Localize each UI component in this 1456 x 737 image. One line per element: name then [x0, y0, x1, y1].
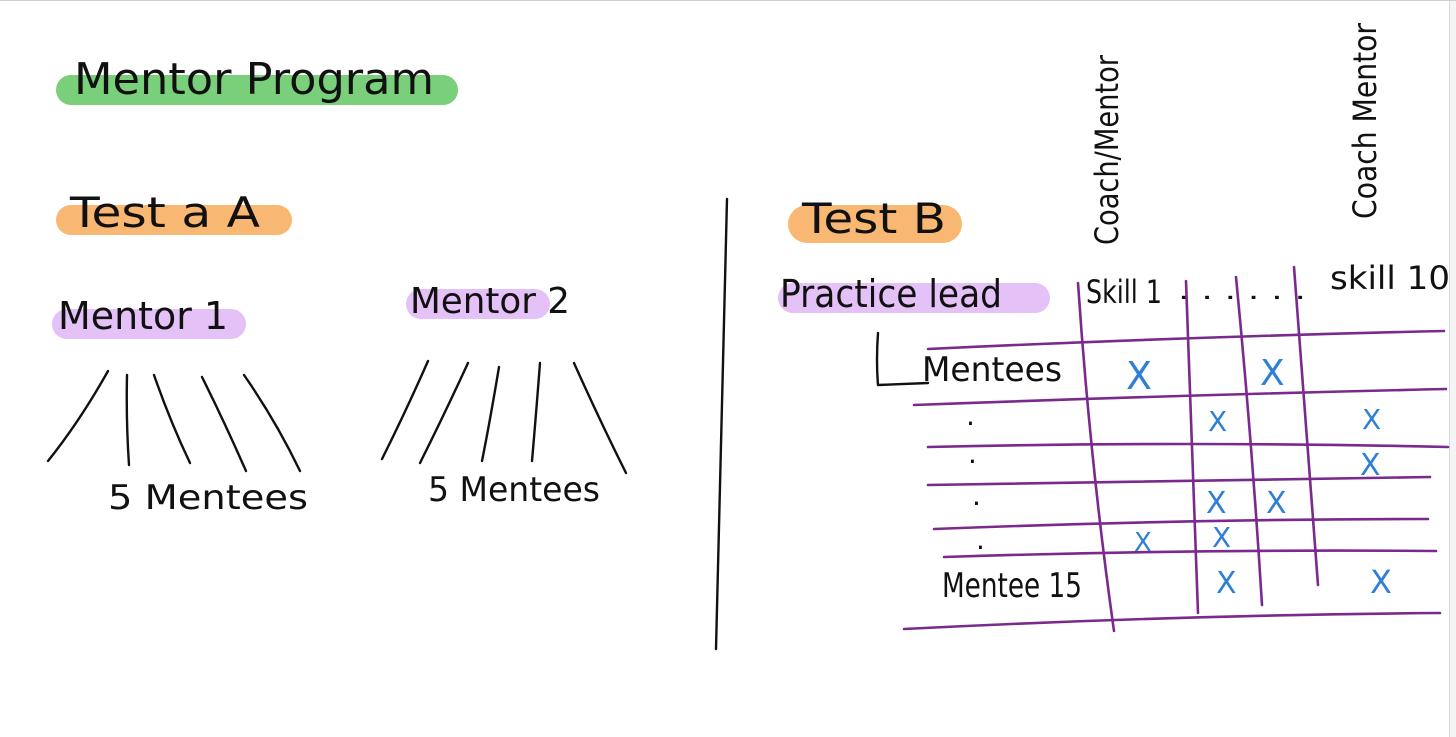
title-highlight: [56, 75, 458, 105]
row-dot: .: [976, 523, 985, 556]
mentor-1-label: Mentor 1: [58, 294, 228, 338]
grid-line: [942, 549, 1438, 559]
mentee-line: [242, 373, 302, 473]
grid-line: [1234, 275, 1264, 607]
grid-line: [1076, 281, 1116, 633]
skill-mark: X: [1362, 403, 1381, 436]
mentor-1-highlight: [52, 309, 246, 339]
mentee-line: [380, 359, 430, 461]
mentee-line: [530, 361, 542, 463]
mentee-line: [46, 369, 110, 463]
mentee-line: [418, 361, 470, 465]
row-dot: .: [968, 437, 977, 470]
test-b-label: Test B: [801, 194, 946, 243]
grid-line: [926, 442, 1450, 449]
mentee-line: [125, 373, 131, 467]
skill-mark: X: [1370, 563, 1392, 601]
skill-ellipsis: . . . . . .: [1178, 276, 1306, 306]
skill-mark: X: [1260, 353, 1285, 394]
mentor-2-highlight: [406, 289, 550, 319]
skill-mark: X: [1360, 448, 1381, 483]
mentor-1-mentees: 5 Mentees: [108, 478, 308, 518]
skill-mark: X: [1126, 354, 1152, 398]
practice-lead-label: Practice lead: [780, 272, 1002, 316]
test-b-highlight: [788, 205, 962, 243]
grid-line: [1184, 279, 1200, 615]
row-dot: .: [966, 399, 975, 432]
section-divider: [714, 197, 729, 651]
skill-last-label: skill 10: [1330, 259, 1450, 297]
skill-mark: X: [1208, 405, 1227, 438]
column-header-coach-mentor-1: Coach/Mentor: [1088, 54, 1126, 245]
page-title: Mentor Program: [74, 54, 434, 105]
practice-lead-highlight: [778, 283, 1050, 313]
skills-grid: [902, 265, 1450, 633]
grid-line: [902, 611, 1442, 631]
mentee-line: [480, 365, 501, 463]
mentor-2-label: Mentor 2: [410, 281, 570, 322]
skill-mark: X: [1134, 528, 1152, 558]
skill-mark: X: [1212, 521, 1231, 554]
mentees-bracket: [875, 331, 930, 387]
scroll-edge: [1449, 1, 1456, 737]
mentor-2-mentee-lines: [380, 359, 628, 475]
row-dot: .: [972, 479, 981, 512]
column-header-coach-mentor-2: Coach Mentor: [1346, 22, 1384, 219]
skill-mark: X: [1266, 486, 1287, 521]
grid-line: [932, 517, 1430, 531]
grid-line: [926, 475, 1432, 487]
grid-line: [1292, 265, 1320, 587]
skill-mark: X: [1216, 566, 1237, 601]
mentor-2-mentees: 5 Mentees: [428, 470, 600, 510]
skill-mark: X: [1206, 486, 1227, 521]
grid-line: [926, 329, 1446, 351]
test-a-highlight: [56, 205, 292, 235]
mentee-line: [572, 361, 628, 475]
mentor-1-mentee-lines: [46, 369, 302, 473]
mentee-15-row-label: Mentee 15: [942, 566, 1082, 606]
mentee-line: [152, 373, 192, 465]
mentees-row-label: Mentees: [922, 350, 1062, 390]
skill-marks: X X X X X X X X X X X: [1126, 353, 1392, 601]
skill-first-label: Skill 1: [1086, 273, 1162, 311]
test-a-label: Test a A: [69, 188, 260, 237]
mentee-line: [200, 375, 248, 473]
grid-line: [912, 387, 1448, 407]
